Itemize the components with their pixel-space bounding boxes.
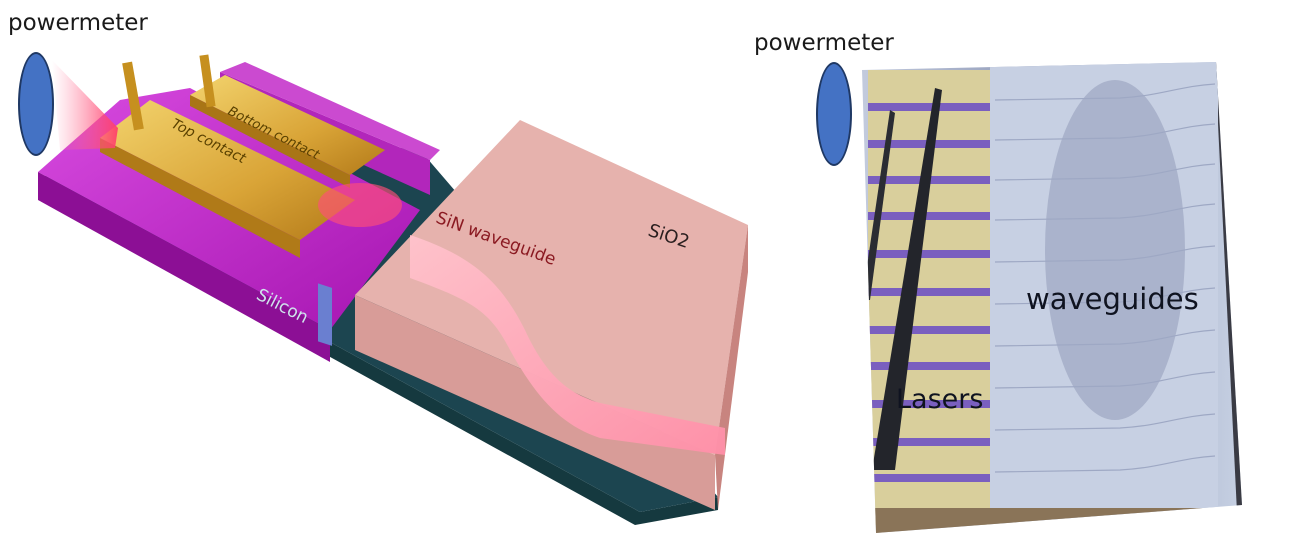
right-powermeter-label: powermeter [754, 30, 894, 56]
lasers-label: Lasers [896, 384, 984, 415]
bottom-contact-side [190, 95, 350, 188]
top-contact-side [100, 138, 300, 258]
facet-glow [318, 183, 402, 227]
left-powermeter-label: powermeter [8, 10, 148, 36]
laser-facet [318, 283, 332, 346]
waveguide-lines [994, 83, 1216, 473]
top-contact [100, 100, 355, 240]
left-schematic [38, 54, 748, 525]
gain-ridge-face [220, 62, 440, 160]
waveguides-label: waveguides [1026, 282, 1199, 316]
sio2-front [355, 295, 715, 510]
output-beam-left [52, 60, 118, 150]
probe-needle-2 [862, 110, 895, 300]
probe-pin-1 [122, 61, 144, 131]
bottom-contact [190, 75, 385, 175]
right-powermeter-icon [816, 62, 852, 166]
left-powermeter-icon [18, 52, 54, 156]
mount-debris [862, 508, 1242, 533]
probe-needle-1 [872, 88, 942, 470]
right-photo [862, 62, 1242, 533]
sio2-top [355, 120, 748, 455]
probe-pin-2 [199, 54, 216, 108]
gain-chip-side [38, 172, 330, 362]
sin-waveguide-path [410, 235, 725, 455]
